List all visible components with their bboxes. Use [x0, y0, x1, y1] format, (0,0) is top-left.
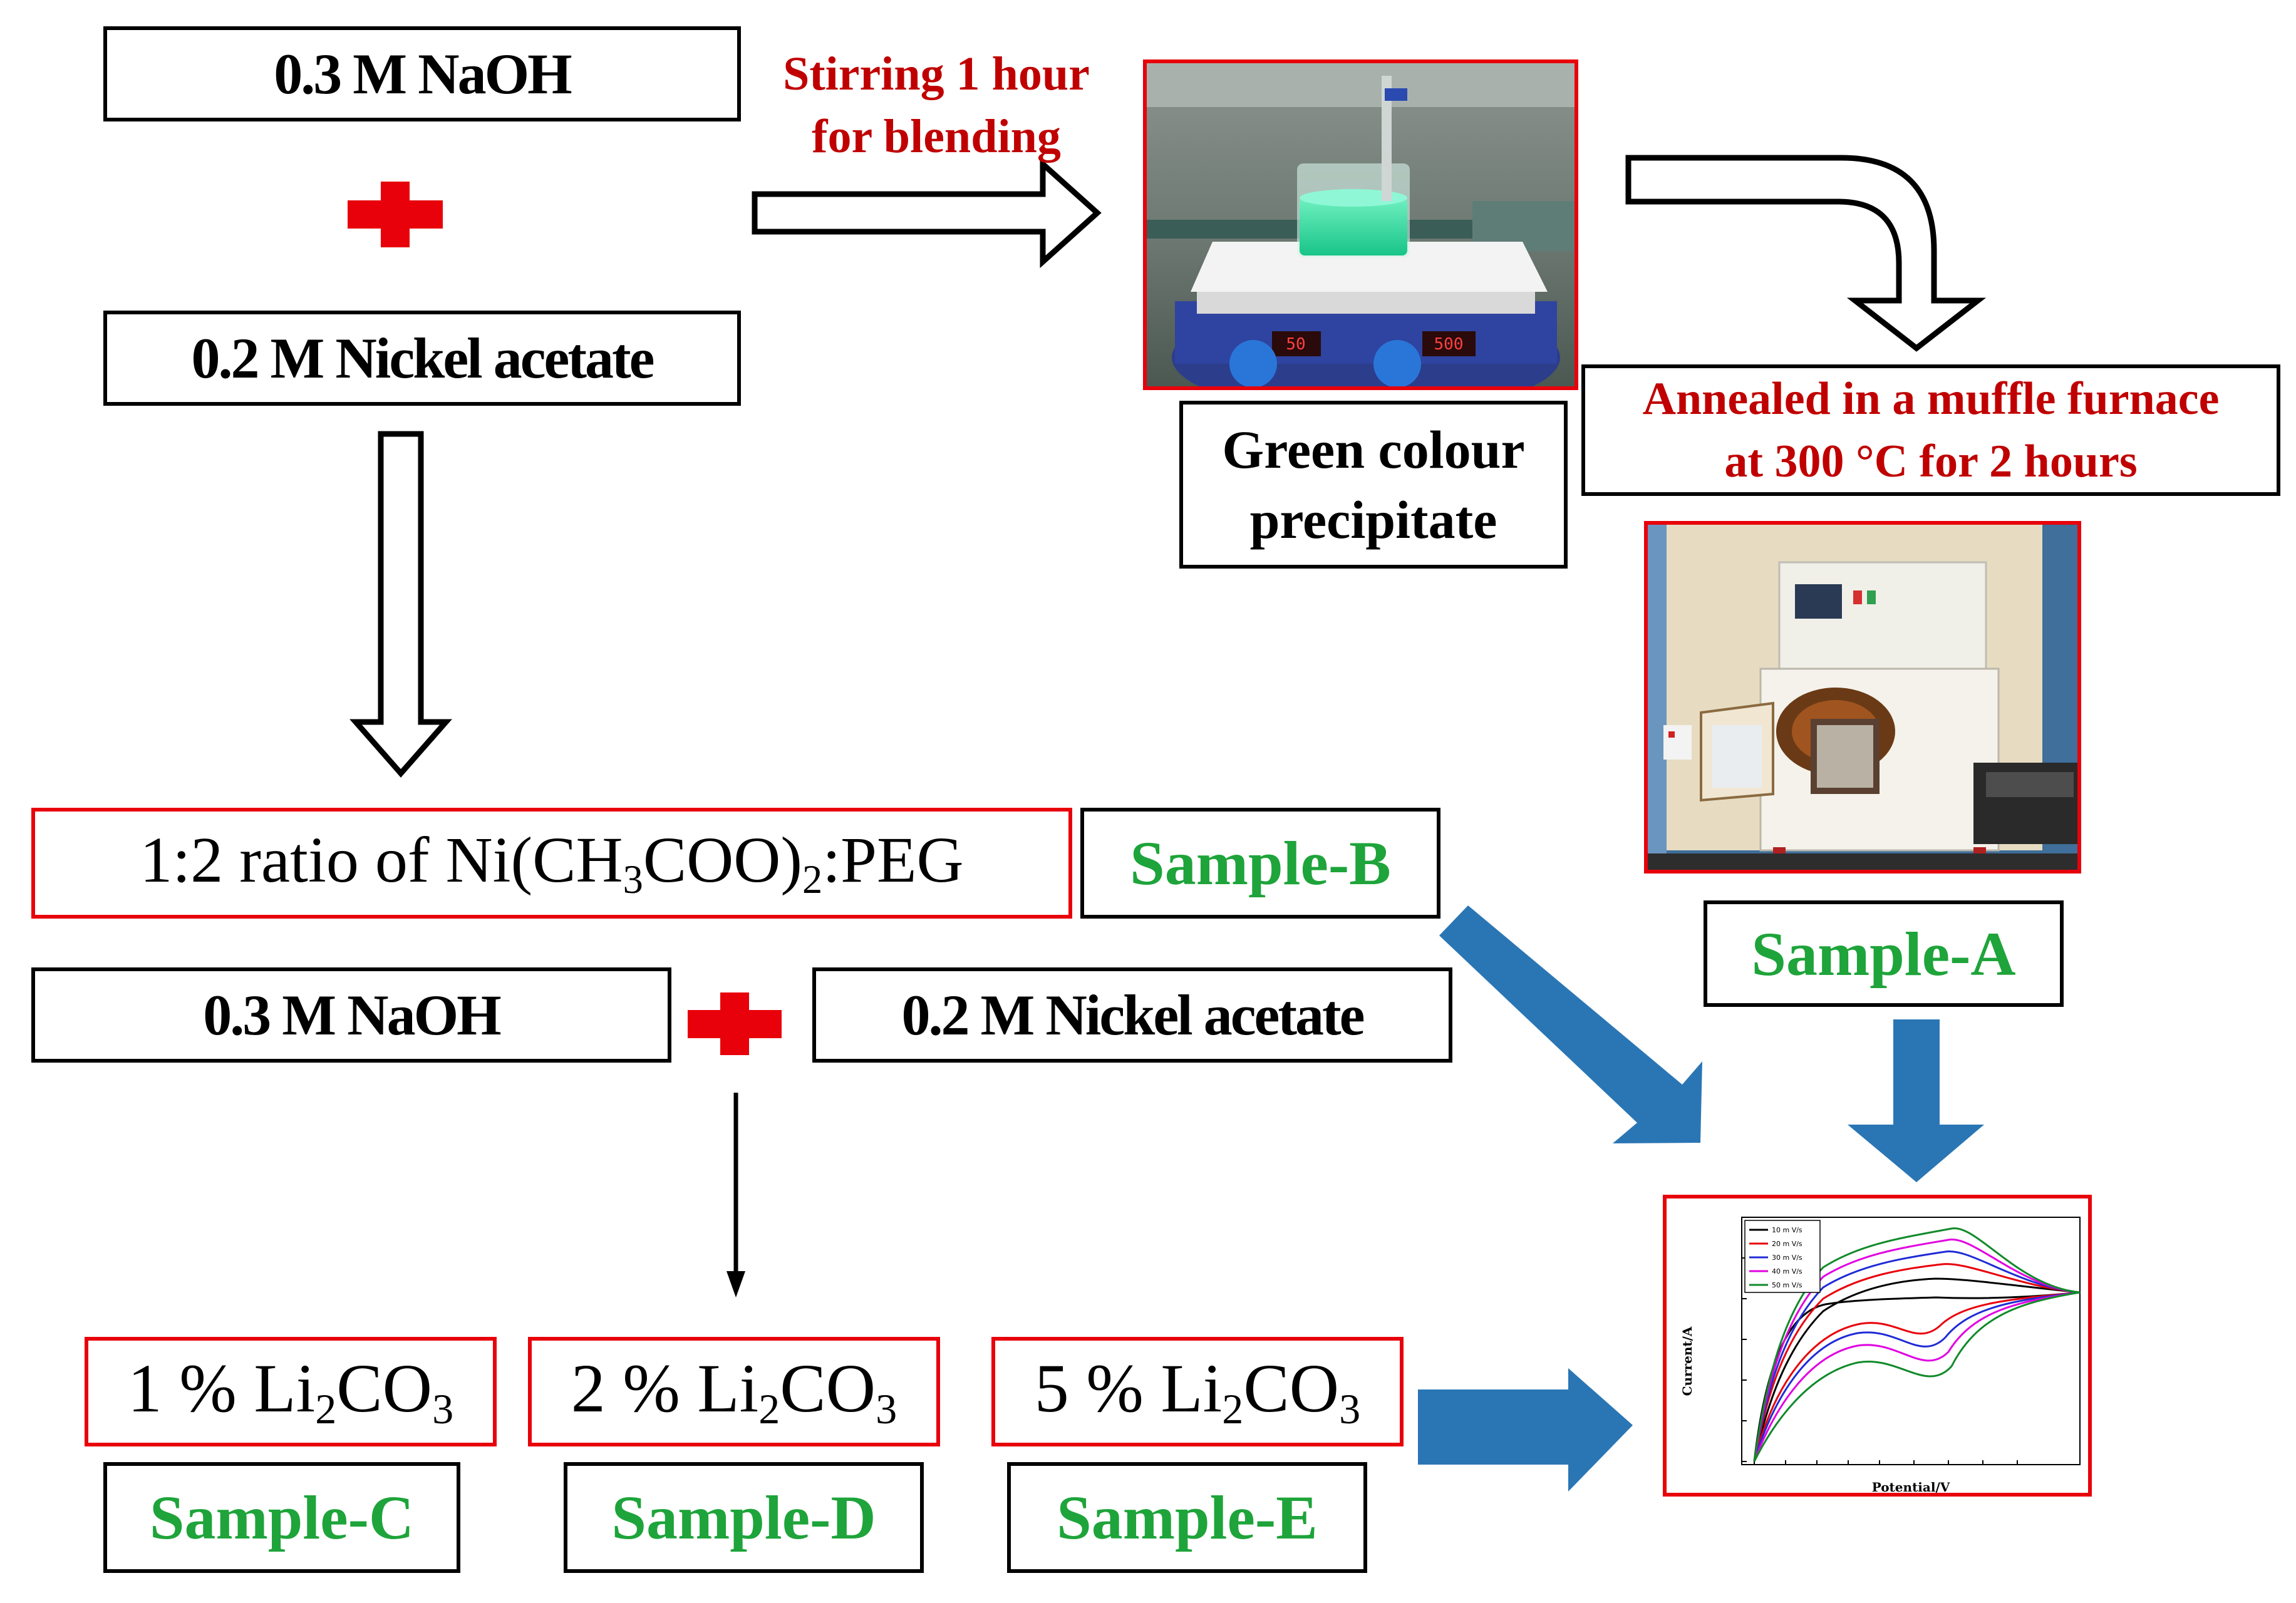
muffle-furnace-photo [1648, 525, 2077, 870]
cv-legend: 10 m V/s 20 m V/s 30 m V/s 40 m V/s 50 m… [1749, 1226, 1802, 1289]
thin-down-arrow-head [727, 1271, 745, 1297]
sample-b-box: Sample-B [1080, 808, 1440, 919]
li2co3-1pct-label: 1 % Li2CO3 [128, 1349, 453, 1434]
ratio-label: 1:2 ratio of Ni(CH3COO)2:PEG [140, 823, 963, 903]
li2co3-2pct-box: 2 % Li2CO3 [528, 1337, 940, 1446]
precipitate-line-2: precipitate [1249, 490, 1497, 550]
down-outline-arrow [349, 431, 452, 778]
anneal-bent-arrow [1625, 155, 1987, 352]
li2co3-2pct-mid: CO [780, 1350, 876, 1427]
naoh-label-bottom: 0.3 M NaOH [203, 983, 501, 1047]
blue-arrow-sample-a [1848, 1019, 1984, 1182]
li2co3-2pct-sub-2: 3 [876, 1385, 897, 1433]
cv-legend-label-5: 50 m V/s [1772, 1281, 1802, 1289]
li2co3-5pct-sub-2: 3 [1339, 1385, 1361, 1433]
ratio-sub-1: 3 [623, 857, 643, 902]
cv-legend-label-2: 20 m V/s [1772, 1240, 1802, 1248]
blue-arrow-li2co3 [1418, 1368, 1633, 1492]
precipitate-box: Green colour precipitate [1179, 401, 1568, 569]
cv-legend-label-1: 10 m V/s [1772, 1226, 1802, 1234]
cv-legend-label-3: 30 m V/s [1772, 1254, 1802, 1262]
sample-e-box: Sample-E [1007, 1462, 1367, 1573]
li2co3-2pct-pct: 2 % Li [571, 1350, 759, 1427]
ratio-box: 1:2 ratio of Ni(CH3COO)2:PEG [31, 808, 1072, 919]
li2co3-2pct-label: 2 % Li2CO3 [571, 1349, 897, 1434]
sample-a-label: Sample-A [1751, 919, 2016, 989]
sample-c-box: Sample-C [103, 1462, 460, 1573]
naoh-label-top: 0.3 M NaOH [274, 42, 572, 106]
furnace-photo [1644, 521, 2081, 874]
stirrer-photo: 50 500 [1143, 59, 1578, 390]
naoh-box-top: 0.3 M NaOH [103, 26, 741, 121]
stirring-arrow [752, 157, 1102, 269]
stirring-line-2: for blending [812, 110, 1061, 163]
li2co3-5pct-box: 5 % Li2CO3 [991, 1337, 1404, 1446]
annealed-box: Annealed in a muffle furnace at 300 °C f… [1581, 364, 2280, 496]
ratio-suffix: :PEG [822, 824, 964, 897]
sample-a-box: Sample-A [1704, 900, 2064, 1007]
li2co3-1pct-pct: 1 % Li [127, 1350, 316, 1427]
sample-b-label: Sample-B [1130, 828, 1391, 898]
li2co3-1pct-box: 1 % Li2CO3 [85, 1337, 497, 1446]
li2co3-5pct-sub-1: 2 [1222, 1385, 1244, 1433]
sample-d-label: Sample-D [611, 1483, 876, 1552]
nickel-acetate-box-top: 0.2 M Nickel acetate [103, 311, 741, 406]
li2co3-1pct-sub-2: 3 [432, 1385, 454, 1433]
cv-plot-frame: 10 m V/s 20 m V/s 30 m V/s 40 m V/s 50 m… [1663, 1195, 2092, 1497]
magnetic-stirrer-photo: 50 500 [1147, 63, 1575, 386]
li2co3-2pct-sub-1: 2 [758, 1385, 780, 1433]
li2co3-1pct-sub-1: 2 [315, 1385, 337, 1433]
annealed-line-2: at 300 °C for 2 hours [1724, 436, 2138, 487]
ratio-mid: COO) [643, 824, 803, 897]
nickel-acetate-label-top: 0.2 M Nickel acetate [191, 326, 654, 390]
li2co3-1pct-mid: CO [336, 1350, 433, 1427]
svg-text:50: 50 [1286, 335, 1305, 354]
ratio-sub-2: 2 [802, 857, 823, 902]
sample-e-label: Sample-E [1057, 1483, 1318, 1552]
cyclic-voltammetry-plot: 10 m V/s 20 m V/s 30 m V/s 40 m V/s 50 m… [1680, 1217, 2081, 1495]
plus-icon-top-v [381, 182, 410, 247]
plus-icon-bottom-v [720, 992, 749, 1055]
li2co3-5pct-mid: CO [1243, 1350, 1340, 1427]
stirring-line-1: Stirring 1 hour [783, 48, 1090, 100]
cv-x-axis-label: Potential/V [1872, 1480, 1950, 1495]
nickel-acetate-label-bottom: 0.2 M Nickel acetate [901, 983, 1365, 1047]
cv-x-ticks [1754, 1460, 2018, 1465]
svg-text:500: 500 [1434, 335, 1464, 354]
stirring-label: Stirring 1 hour for blending [755, 43, 1118, 168]
precipitate-line-1: Green colour [1222, 420, 1525, 480]
ratio-prefix: 1:2 ratio of Ni(CH [140, 824, 623, 897]
blue-arrow-sample-b [1439, 905, 1702, 1143]
li2co3-5pct-label: 5 % Li2CO3 [1035, 1349, 1360, 1434]
cv-y-axis-label: Current/A [1680, 1326, 1695, 1396]
cv-legend-label-4: 40 m V/s [1772, 1267, 1802, 1276]
naoh-box-bottom: 0.3 M NaOH [31, 967, 671, 1063]
li2co3-5pct-pct: 5 % Li [1034, 1350, 1223, 1427]
annealed-line-1: Annealed in a muffle furnace [1642, 373, 2220, 425]
sample-d-box: Sample-D [564, 1462, 924, 1573]
sample-c-label: Sample-C [149, 1483, 415, 1552]
nickel-acetate-box-bottom: 0.2 M Nickel acetate [812, 967, 1452, 1063]
